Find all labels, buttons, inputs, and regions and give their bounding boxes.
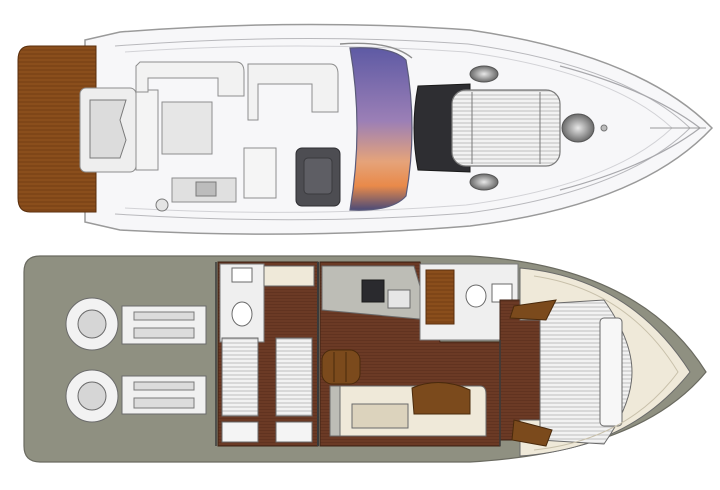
aft-berth-port xyxy=(221,337,259,417)
galley-cooktop xyxy=(361,279,385,303)
foredeck-hatch-stbd xyxy=(469,173,499,191)
forward-hatch xyxy=(561,113,595,143)
aft-cabin-storage xyxy=(263,265,315,287)
saloon-side-counter xyxy=(329,385,341,437)
engine-port-detail xyxy=(133,311,195,321)
forward-step-upholstery xyxy=(509,299,557,321)
deck-cleat-fwd xyxy=(600,124,608,132)
companionway xyxy=(243,147,277,199)
engine-port-turbo-inner xyxy=(77,309,107,339)
transom-steps xyxy=(89,99,127,159)
deck-plan-view xyxy=(17,23,714,235)
engine-stbd-detail xyxy=(133,381,195,391)
saloon-settee-backrest xyxy=(411,382,471,415)
foredeck-hatch-port xyxy=(469,65,499,83)
forward-berth-pillows xyxy=(599,317,623,427)
aft-head-toilet xyxy=(231,301,253,327)
aft-berth-stbd xyxy=(275,337,313,417)
aft-head-sink xyxy=(231,267,253,283)
forward-head-sink xyxy=(491,283,513,303)
windshield-frame xyxy=(339,42,413,59)
windshield-glass xyxy=(349,47,413,211)
forward-head-vanity xyxy=(425,269,455,325)
engine-port-detail-2 xyxy=(133,327,195,339)
forward-step-upholstery-2 xyxy=(511,419,553,447)
engine-stbd-detail-2 xyxy=(133,397,195,409)
helm-seat xyxy=(247,63,339,121)
interior-plan-view xyxy=(23,255,707,463)
forward-cabin-lining xyxy=(533,275,679,451)
aft-cabin-locker-2 xyxy=(275,421,313,443)
cockpit-sink xyxy=(195,181,217,197)
saloon-stool xyxy=(321,349,361,385)
swim-platform-teak xyxy=(17,45,97,213)
engine-stbd-turbo-inner xyxy=(77,381,107,411)
cockpit-table xyxy=(161,101,213,155)
sunpad xyxy=(451,89,561,167)
saloon-table xyxy=(351,403,409,429)
galley-sink xyxy=(387,289,411,309)
cockpit-u-seat xyxy=(135,61,245,97)
cockpit-bench-aft xyxy=(135,89,159,171)
aft-cabin-locker xyxy=(221,421,259,443)
deck-cleat-aft xyxy=(155,198,169,212)
engine-room xyxy=(65,297,207,423)
helm-wheel-area xyxy=(303,157,333,195)
forward-head-toilet xyxy=(465,284,487,308)
